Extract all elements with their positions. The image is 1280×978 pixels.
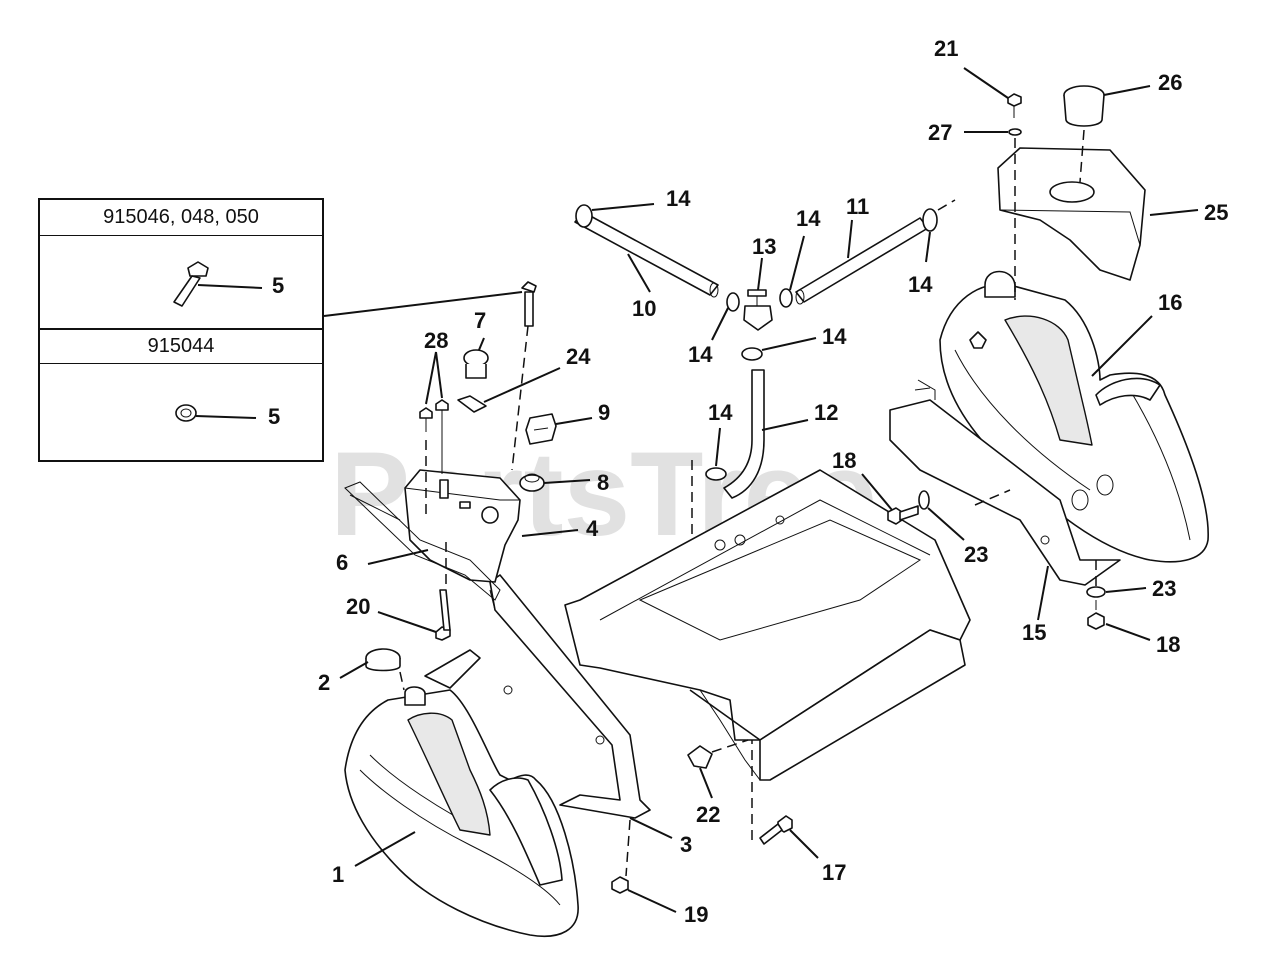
callout-14-f: 14 — [708, 400, 733, 425]
callout-26: 26 — [1158, 70, 1182, 95]
inset-pointer-line — [323, 291, 523, 317]
callout-12: 12 — [814, 400, 838, 425]
fuel-line-12 — [723, 369, 765, 499]
bolt-20 — [435, 542, 451, 641]
callout-7: 7 — [474, 308, 486, 333]
console-panel — [404, 469, 521, 583]
callout-10: 10 — [632, 296, 656, 321]
callout-1: 1 — [332, 862, 344, 887]
callout-14-d: 14 — [908, 272, 933, 297]
callout-3: 3 — [680, 832, 692, 857]
callout-9: 9 — [598, 400, 610, 425]
callout-15: 15 — [1022, 620, 1046, 645]
washer-27 — [1008, 128, 1022, 300]
callout-18-a: 18 — [832, 448, 856, 473]
bolt-18-b — [1087, 600, 1105, 630]
washer-23-b — [1086, 586, 1106, 598]
screws-28 — [419, 399, 449, 520]
callout-13: 13 — [752, 234, 776, 259]
key — [525, 413, 557, 445]
callout-21: 21 — [934, 36, 958, 61]
callout-8: 8 — [597, 470, 609, 495]
callout-19: 19 — [684, 902, 708, 927]
callout-5-inset-a: 5 — [272, 273, 284, 298]
tank-cap — [1063, 85, 1105, 183]
clamp-14-b — [726, 292, 740, 312]
callout-6: 6 — [336, 550, 348, 575]
fuel-valve — [743, 289, 773, 331]
callout-28: 28 — [424, 328, 448, 353]
callout-23-a: 23 — [964, 542, 988, 567]
callout-14-c: 14 — [796, 206, 821, 231]
callout-14-b: 14 — [688, 342, 713, 367]
nut-19 — [611, 819, 631, 894]
gas-cap — [365, 648, 405, 691]
callout-4: 4 — [586, 516, 599, 541]
inset-header-models-b: 915044 — [40, 330, 322, 364]
decal — [457, 395, 487, 413]
clamp-14-c — [779, 288, 793, 308]
callout-2: 2 — [318, 670, 330, 695]
washer-23-a — [918, 490, 930, 510]
callout-14-e: 14 — [822, 324, 847, 349]
pin-part — [521, 281, 537, 327]
callout-14-a: 14 — [666, 186, 691, 211]
fender-cover — [997, 147, 1146, 281]
clip-22 — [687, 739, 749, 769]
left-bracket — [489, 574, 651, 819]
callout-23-b: 23 — [1152, 576, 1176, 601]
inset-header-models-a: 915046, 048, 050 — [40, 200, 322, 236]
clamp-14-d — [922, 199, 956, 232]
inset-pin-part — [173, 261, 263, 307]
callout-25: 25 — [1204, 200, 1228, 225]
bolt-18-a — [887, 505, 919, 525]
callout-17: 17 — [822, 860, 846, 885]
right-fender — [939, 270, 1209, 563]
assembly-line-a — [511, 325, 529, 471]
callout-5-inset-b: 5 — [268, 404, 280, 429]
clamp-14-e — [741, 347, 763, 361]
bolt-17 — [751, 740, 793, 845]
callout-11: 11 — [846, 194, 869, 219]
clamp-14-f — [705, 467, 727, 481]
center-frame — [564, 469, 971, 781]
callout-16: 16 — [1158, 290, 1182, 315]
switch — [463, 349, 489, 379]
left-fender — [344, 686, 579, 937]
callout-22: 22 — [696, 802, 720, 827]
inset-plug-part — [175, 404, 257, 422]
bolt-21 — [1007, 93, 1022, 118]
clamp-14-a — [575, 204, 593, 228]
assembly-line-c — [974, 489, 1011, 506]
callout-27: 27 — [928, 120, 952, 145]
callout-20: 20 — [346, 594, 370, 619]
mount-plate — [424, 649, 481, 689]
frame-rail — [344, 481, 501, 601]
grommet — [519, 473, 545, 492]
callout-18-b: 18 — [1156, 632, 1180, 657]
inset-divider — [40, 328, 322, 330]
callout-24: 24 — [566, 344, 591, 369]
